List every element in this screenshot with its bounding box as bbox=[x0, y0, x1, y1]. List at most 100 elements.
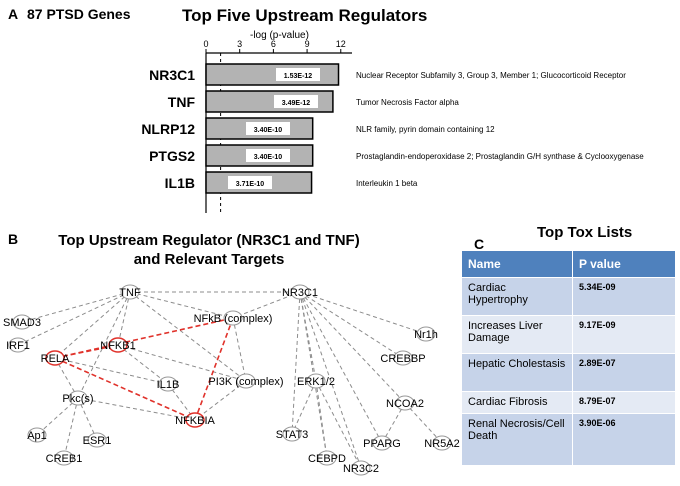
network-node bbox=[108, 337, 128, 353]
network-node-label: NCOA2 bbox=[386, 398, 424, 410]
network-node-label: NFKBIA bbox=[175, 415, 215, 427]
category-label: TNF bbox=[168, 94, 196, 110]
network-node bbox=[395, 395, 415, 411]
network-edge bbox=[54, 357, 169, 385]
data-label-bg bbox=[228, 176, 272, 189]
network-title: Top Upstream Regulator (NR3C1 and TNF) a… bbox=[46, 231, 372, 269]
network-edge bbox=[63, 397, 79, 459]
data-label-bg bbox=[274, 95, 318, 108]
data-label: 3.40E-10 bbox=[254, 127, 283, 134]
network-node-label: Pkc(s) bbox=[62, 393, 93, 405]
tox-name: Cardiac Fibrosis bbox=[461, 391, 573, 414]
network-edge-highlight bbox=[54, 357, 196, 421]
network-node-label: CREBBP bbox=[380, 353, 425, 365]
network-node bbox=[54, 450, 74, 466]
genes-count: 87 PTSD Genes bbox=[27, 6, 131, 22]
network-edge bbox=[315, 380, 328, 459]
network-node-label: NFkB (complex) bbox=[194, 313, 273, 325]
tox-name: Renal Necrosis/Cell Death bbox=[461, 413, 573, 466]
network-node-label: NR3C1 bbox=[282, 287, 318, 299]
network-edge-highlight bbox=[54, 317, 234, 359]
tox-pvalue: 2.89E-07 bbox=[572, 353, 676, 392]
data-label: 3.40E-10 bbox=[254, 154, 283, 161]
network-node bbox=[372, 435, 392, 451]
network-edge bbox=[194, 380, 247, 421]
tox-name: Hepatic Cholestasis bbox=[461, 353, 573, 392]
network-edge bbox=[299, 291, 427, 335]
network-node-label: PI3K (complex) bbox=[208, 376, 283, 388]
tox-title: Top Tox Lists bbox=[537, 224, 633, 241]
network-node bbox=[351, 460, 371, 476]
tox-header-row: Name P value bbox=[461, 250, 676, 278]
network-node-label: NR3C2 bbox=[343, 463, 379, 475]
network-edge bbox=[299, 291, 406, 404]
category-description: Interleukin 1 beta bbox=[356, 179, 418, 188]
tox-pvalue: 3.90E-06 bbox=[572, 413, 676, 466]
network-node-label: SMAD3 bbox=[3, 317, 41, 329]
panel-b-label: B bbox=[8, 231, 19, 247]
tox-pvalue: 5.34E-09 bbox=[572, 277, 676, 316]
panel-a-label: A bbox=[8, 6, 19, 22]
network-edge bbox=[36, 397, 79, 436]
network-node bbox=[45, 350, 65, 366]
network-node bbox=[185, 412, 205, 428]
category-description: Prostaglandin-endoperoxidase 2; Prostagl… bbox=[356, 152, 644, 161]
network-edge bbox=[299, 291, 317, 382]
network-node bbox=[68, 390, 88, 406]
network-edge bbox=[129, 291, 247, 382]
network-edge bbox=[291, 291, 301, 435]
network-node-label: PPARG bbox=[363, 438, 401, 450]
network-node-label: Ap1 bbox=[27, 430, 47, 442]
category-label: IL1B bbox=[165, 175, 195, 191]
category-label: PTGS2 bbox=[149, 148, 195, 164]
network-title-line1: Top Upstream Regulator (NR3C1 and TNF) bbox=[58, 232, 360, 249]
network-node bbox=[27, 427, 47, 443]
network-node-label: IRF1 bbox=[6, 340, 30, 352]
category-description: Tumor Necrosis Factor alpha bbox=[356, 98, 459, 107]
x-tick-label: 3 bbox=[237, 39, 242, 49]
table-row: Cardiac Hypertrophy 5.34E-09 bbox=[461, 277, 676, 316]
category-description: NLR family, pyrin domain containing 12 bbox=[356, 125, 495, 134]
table-row: Renal Necrosis/Cell Death 3.90E-06 bbox=[461, 413, 676, 466]
panel-c-label: C bbox=[474, 236, 485, 252]
network-node-label: STAT3 bbox=[276, 429, 309, 441]
network-node-label: IL1B bbox=[157, 379, 180, 391]
network-edge bbox=[77, 397, 196, 421]
table-row: Increases Liver Damage 9.17E-09 bbox=[461, 315, 676, 354]
network-node-label: CREB1 bbox=[46, 453, 83, 465]
network-node-label: CEBPD bbox=[308, 453, 346, 465]
network-node-label: NR5A2 bbox=[424, 438, 459, 450]
network-edge bbox=[299, 291, 404, 359]
network-node bbox=[236, 373, 256, 389]
network-edge bbox=[117, 344, 169, 385]
x-tick-label: 0 bbox=[203, 39, 208, 49]
network-node-label: ESR1 bbox=[83, 435, 112, 447]
tox-table: Name P value Cardiac Hypertrophy 5.34E-0… bbox=[461, 250, 676, 466]
data-label: 3.71E-10 bbox=[236, 181, 265, 188]
network-node bbox=[393, 350, 413, 366]
category-label: NR3C1 bbox=[149, 67, 195, 83]
data-label-bg bbox=[246, 149, 290, 162]
network-node bbox=[306, 373, 326, 389]
tox-name: Cardiac Hypertrophy bbox=[461, 277, 573, 316]
network-edge bbox=[117, 291, 131, 346]
network-edge bbox=[315, 380, 362, 469]
network-node-label: Nr1h bbox=[414, 329, 438, 341]
x-tick-label: 9 bbox=[305, 39, 310, 49]
tox-pvalue: 9.17E-09 bbox=[572, 315, 676, 354]
network-node bbox=[282, 426, 302, 442]
tox-pvalue: 8.79E-07 bbox=[572, 391, 676, 414]
network-edge bbox=[232, 291, 301, 319]
tox-name: Increases Liver Damage bbox=[461, 315, 573, 354]
x-axis-label: -log (p-value) bbox=[250, 30, 309, 41]
network-edge bbox=[117, 344, 247, 382]
network-edge bbox=[299, 291, 362, 469]
tox-header-name: Name bbox=[461, 250, 573, 278]
network-edge bbox=[54, 291, 131, 359]
data-label-bg bbox=[276, 68, 320, 81]
network-node-label: TNF bbox=[119, 287, 141, 299]
network-node bbox=[290, 284, 310, 300]
network-node bbox=[223, 310, 243, 326]
network-node bbox=[87, 432, 107, 448]
